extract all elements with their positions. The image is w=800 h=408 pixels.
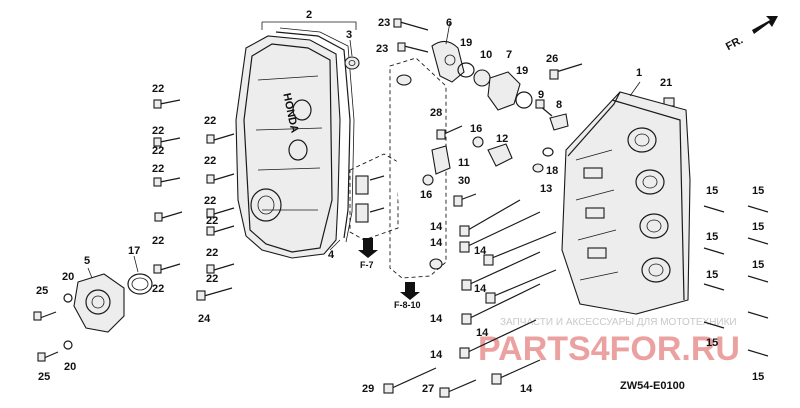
ref-label-f7: F-7	[360, 260, 374, 270]
head-bolt-group-14	[459, 199, 557, 385]
callout-25b: 25	[38, 371, 50, 383]
callout-14d: 14	[474, 283, 487, 295]
callout-22h: 22	[204, 155, 216, 167]
callout-9: 9	[538, 89, 544, 101]
callout-15d: 15	[752, 221, 764, 233]
callout-22d: 22	[152, 163, 164, 175]
watermark-brand: PARTS4FOR.RU	[478, 330, 740, 368]
callout-22a: 22	[152, 83, 164, 95]
callout-28: 28	[430, 107, 442, 119]
callout-22c: 22	[152, 145, 164, 157]
callout-20b: 20	[64, 361, 76, 373]
diagram-code: ZW54-E0100	[620, 380, 685, 392]
callout-14h: 14	[520, 383, 533, 395]
callout-24: 24	[198, 313, 211, 325]
callout-22j: 22	[206, 215, 218, 227]
callout-22i: 22	[204, 195, 216, 207]
watermark-tagline: ЗАПЧАСТИ И АКСЕССУАРЫ ДЛЯ МОТОТЕХНИКИ	[500, 317, 737, 328]
front-arrow-icon	[752, 16, 778, 34]
middle-fittings	[422, 125, 554, 207]
thermostat-cover	[73, 273, 125, 333]
callout-14c: 14	[474, 245, 487, 257]
callout-11: 11	[458, 157, 470, 169]
callout-22b: 22	[152, 125, 164, 137]
callout-22l: 22	[206, 273, 218, 285]
callout-14g: 14	[476, 327, 489, 339]
callout-19a: 19	[460, 37, 472, 49]
callout-20a: 20	[62, 271, 74, 283]
callout-7: 7	[506, 49, 512, 61]
callout-4: 4	[328, 249, 335, 261]
thermostat-gasket	[127, 273, 153, 295]
callout-25a: 25	[36, 285, 48, 297]
stud-group-15	[703, 205, 769, 357]
callout-17: 17	[128, 245, 140, 257]
callout-14f: 14	[430, 349, 443, 361]
callout-15b: 15	[752, 185, 764, 197]
callout-5: 5	[84, 255, 90, 267]
leader-lines	[87, 21, 641, 279]
callout-3: 3	[346, 29, 352, 41]
ref-label-f810: F-8-10	[394, 300, 421, 310]
callout-22k: 22	[206, 247, 218, 259]
head-cover-gasket	[275, 31, 351, 239]
callout-26: 26	[546, 53, 558, 65]
callout-22e: 22	[152, 235, 164, 247]
callout-16a: 16	[470, 123, 482, 135]
callout-15a: 15	[706, 185, 718, 197]
callout-15f: 15	[752, 259, 764, 271]
callout-12: 12	[496, 133, 508, 145]
front-direction-indicator: FR.	[724, 16, 778, 53]
cylinder-head	[561, 91, 691, 315]
callout-14e: 14	[430, 313, 443, 325]
callout-15e: 15	[706, 269, 718, 281]
callout-15h: 15	[752, 371, 764, 383]
callout-22g: 22	[204, 115, 216, 127]
reference-arrow-f7: F-7	[358, 238, 378, 270]
front-direction-label: FR.	[724, 34, 745, 53]
reference-arrow-f810: F-8-10	[394, 282, 421, 310]
callout-8: 8	[556, 99, 562, 111]
callout-23b: 23	[376, 43, 388, 55]
upper-fittings	[393, 18, 675, 131]
callout-29: 29	[362, 383, 374, 395]
callout-15g: 15	[706, 337, 718, 349]
water-outlet-joint	[431, 40, 465, 83]
bottom-bolts	[383, 367, 477, 398]
callout-18: 18	[546, 165, 558, 177]
callout-22f: 22	[152, 283, 164, 295]
callout-13: 13	[540, 183, 552, 195]
callout-14a: 14	[430, 221, 443, 233]
flange-bolt	[153, 99, 181, 109]
head-cover-assembly: HONDA	[235, 27, 355, 259]
callout-19b: 19	[516, 65, 528, 77]
grommet	[344, 56, 360, 70]
bracket	[431, 145, 451, 175]
callout-6: 6	[446, 17, 452, 29]
joint-housing	[487, 71, 521, 111]
callout-labels: 2 3 4 23 23 6 19 10 7 19 26 1 21 9 8 28 …	[36, 9, 764, 395]
callout-10: 10	[480, 49, 492, 61]
washer	[63, 293, 73, 303]
callout-1: 1	[636, 67, 642, 79]
callout-2: 2	[306, 9, 312, 21]
thermostat-cover-assembly	[33, 273, 153, 362]
hose-box	[389, 57, 447, 279]
callout-30: 30	[458, 175, 470, 187]
clip-box	[349, 153, 399, 241]
callout-14b: 14	[430, 237, 443, 249]
callout-16b: 16	[420, 189, 432, 201]
callout-23a: 23	[378, 17, 390, 29]
callout-21: 21	[660, 77, 672, 89]
head-cover	[235, 35, 341, 259]
callout-15c: 15	[706, 231, 718, 243]
bolt-group-22	[153, 99, 235, 301]
callout-27: 27	[422, 383, 434, 395]
watermark: ЗАПЧАСТИ И АКСЕССУАРЫ ДЛЯ МОТОТЕХНИКИ PA…	[478, 317, 740, 368]
